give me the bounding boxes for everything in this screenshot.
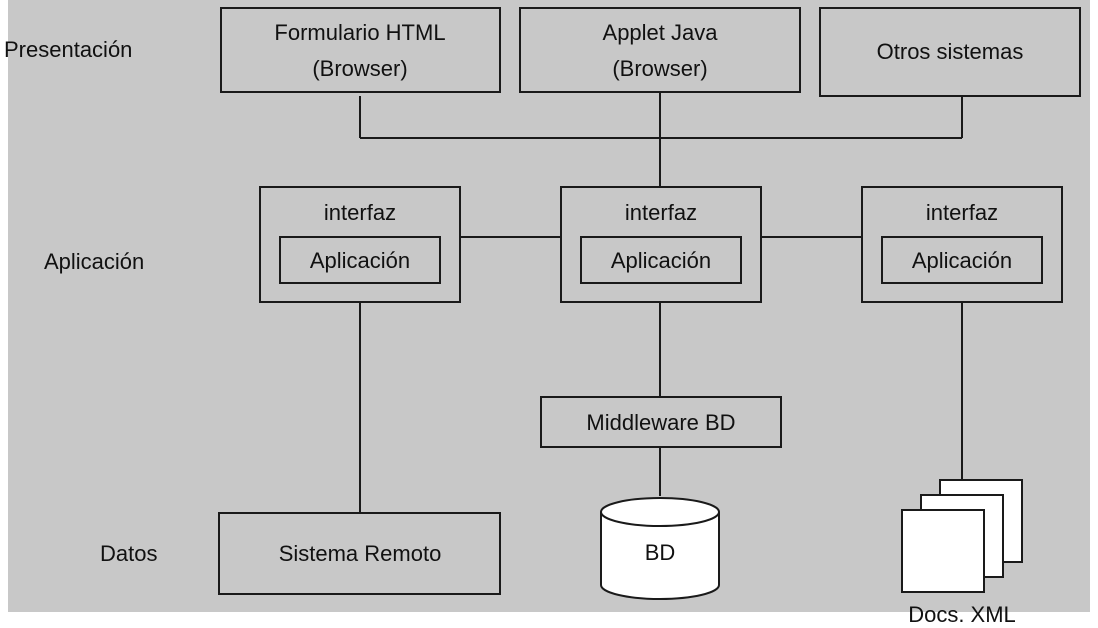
remote-system-label: Sistema Remoto bbox=[279, 541, 442, 566]
node-java-applet: Applet Java (Browser) bbox=[519, 7, 801, 93]
layer-label-presentation: Presentación bbox=[4, 37, 132, 62]
app-right-interface-label: interfaz bbox=[926, 200, 998, 225]
java-applet-line-2: (Browser) bbox=[612, 56, 707, 81]
html-form-line-2: (Browser) bbox=[312, 56, 407, 81]
app-center-interface-label: interfaz bbox=[625, 200, 697, 225]
app-left-interface-label: interfaz bbox=[324, 200, 396, 225]
connectors bbox=[359, 92, 963, 513]
node-remote-system: Sistema Remoto bbox=[218, 512, 501, 595]
node-app-left: interfaz Aplicación bbox=[259, 186, 461, 303]
xml-documents-icon bbox=[901, 479, 1023, 593]
other-systems-label: Otros sistemas bbox=[877, 39, 1024, 64]
xml-docs-label: Docs. XML bbox=[908, 602, 1016, 627]
java-applet-line-1: Applet Java bbox=[603, 20, 719, 45]
layer-label-application: Aplicación bbox=[44, 249, 144, 274]
node-html-form: Formulario HTML (Browser) bbox=[220, 7, 501, 93]
database-label: BD bbox=[645, 540, 676, 565]
xml-document-front bbox=[901, 509, 985, 593]
node-middleware: Middleware BD bbox=[540, 396, 782, 448]
app-left-app-label: Aplicación bbox=[310, 248, 410, 273]
app-center-app-label: Aplicación bbox=[611, 248, 711, 273]
middleware-label: Middleware BD bbox=[586, 410, 735, 435]
layer-label-data: Datos bbox=[100, 541, 157, 566]
node-other-systems: Otros sistemas bbox=[819, 7, 1081, 97]
app-right-app-label: Aplicación bbox=[912, 248, 1012, 273]
database-icon: BD bbox=[600, 497, 720, 600]
node-app-center: interfaz Aplicación bbox=[560, 186, 762, 303]
node-app-right: interfaz Aplicación bbox=[861, 186, 1063, 303]
html-form-line-1: Formulario HTML bbox=[274, 20, 445, 45]
